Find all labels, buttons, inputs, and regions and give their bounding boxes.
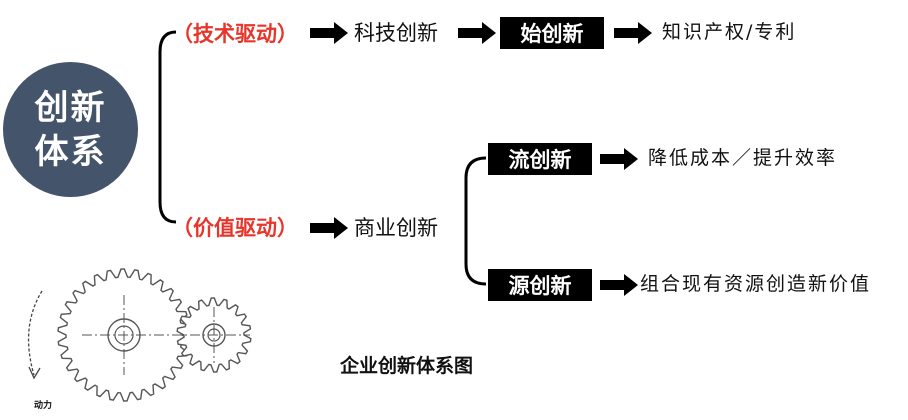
diagram-caption: 企业创新体系图 xyxy=(340,355,474,377)
core-line-2: 体系 xyxy=(34,131,107,172)
sub-bracket xyxy=(464,156,487,286)
ip-patent-outcome: 知识产权/专利 xyxy=(662,21,797,43)
flow-innovation-label: 流创新 xyxy=(508,148,572,172)
source-innovation-label: 源创新 xyxy=(508,274,572,298)
arrow-icon xyxy=(614,22,652,44)
origin-innovation-label: 始创新 xyxy=(520,22,584,46)
cost-efficiency-outcome: 降低成本／提升效率 xyxy=(648,147,838,169)
core-line-1: 创新 xyxy=(34,87,107,128)
flow-innovation-box: 流创新 xyxy=(488,143,592,175)
main-bracket xyxy=(158,30,177,224)
gears-illustration xyxy=(27,268,252,402)
arrow-icon xyxy=(458,22,496,44)
arrow-icon xyxy=(310,22,348,44)
innovation-system-node: 创新 体系 xyxy=(3,62,138,197)
driving-force-label: 动力 xyxy=(34,401,53,411)
arrow-icon xyxy=(600,274,638,296)
arrow-icon xyxy=(600,148,638,170)
tech-driver-label: （技术驱动） xyxy=(172,22,298,46)
source-innovation-box: 源创新 xyxy=(488,269,592,301)
new-value-outcome: 组合现有资源创造新价值 xyxy=(640,273,872,295)
tech-innovation-label: 科技创新 xyxy=(354,21,438,45)
rotation-arrow-icon xyxy=(27,290,43,376)
business-innovation-label: 商业创新 xyxy=(354,216,438,240)
origin-innovation-box: 始创新 xyxy=(500,17,604,49)
arrow-icon xyxy=(310,217,348,239)
value-driver-label: （价值驱动） xyxy=(172,216,298,240)
